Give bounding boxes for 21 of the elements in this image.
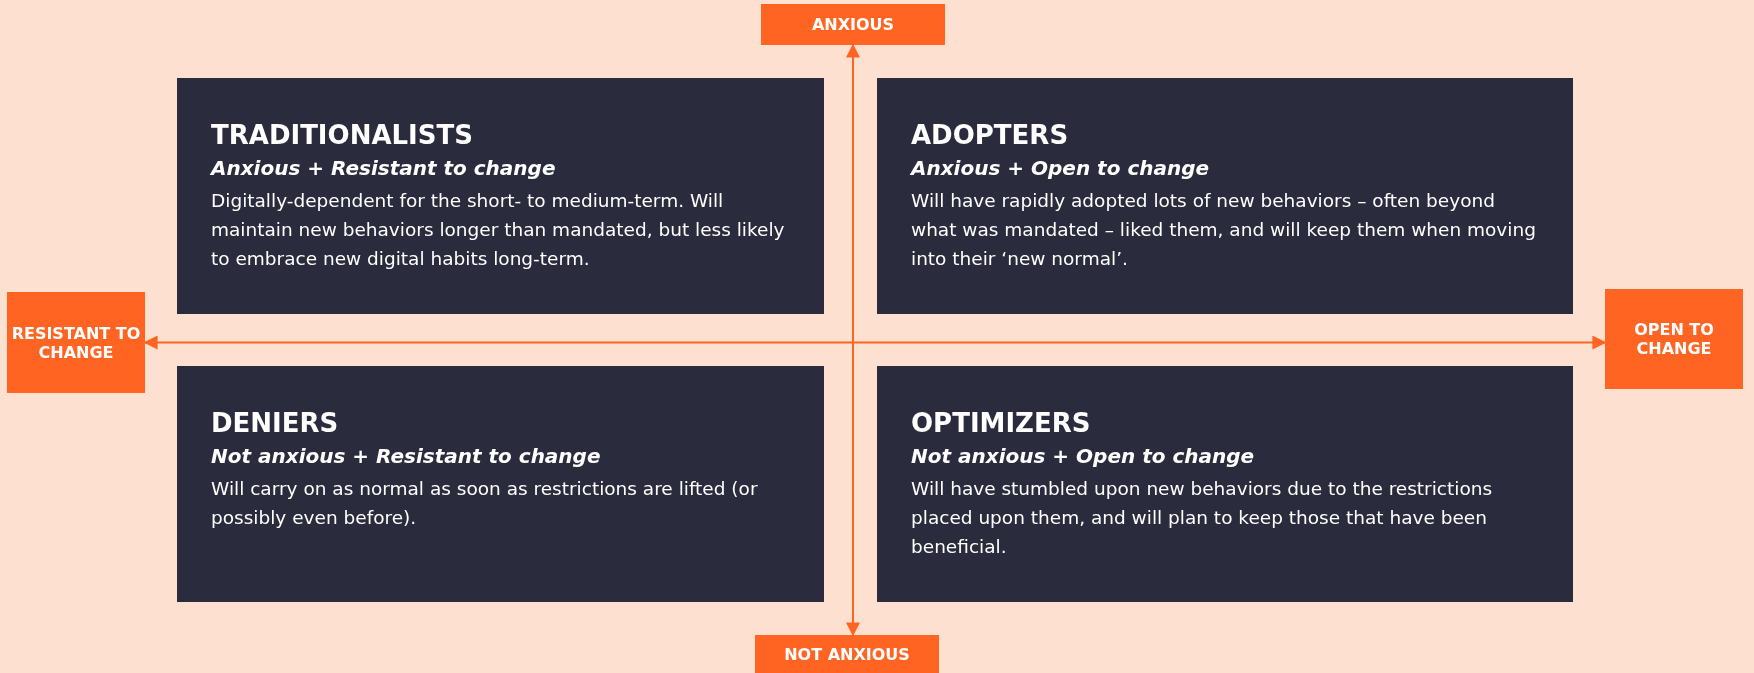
quadrant-description: Digitally-dependent for the short- to medium-term. Will maintain new behaviors longer than mandated, but less likely to embrace new digital habits long-term. <box>211 189 786 271</box>
quadrant-card <box>877 78 1573 314</box>
quadrant-card <box>177 78 824 314</box>
double-headed-arrow <box>846 43 860 637</box>
quadrant-subtitle: Not anxious + Resistant to change <box>211 444 601 468</box>
quadrant-subtitle: Not anxious + Open to change <box>911 444 1255 468</box>
quadrant-subtitle: Anxious + Open to change <box>911 156 1210 180</box>
quadrant-description: Will have stumbled upon new behaviors due to the restrictions placed upon them, and will plan to keep those that have been beneficial. <box>911 477 1494 559</box>
axis-label-box: NOT ANXIOUS <box>755 635 939 673</box>
axis-label-box: RESISTANT TO CHANGE <box>7 292 145 393</box>
axis-label-box: OPEN TO CHANGE <box>1605 289 1743 389</box>
quadrant-card <box>877 366 1573 602</box>
quadrant-title: TRADITIONALISTS <box>211 120 473 150</box>
quadrant-title: DENIERS <box>211 408 339 438</box>
axis-label-box: ANXIOUS <box>761 4 945 45</box>
quadrant-subtitle: Anxious + Resistant to change <box>211 156 556 180</box>
quadrant-title: ADOPTERS <box>911 120 1069 150</box>
quadrant-title: OPTIMIZERS <box>911 408 1091 438</box>
quadrant-description: Will carry on as normal as soon as restrictions are lifted (or possibly even before). <box>211 477 759 530</box>
quadrant-description: Will have rapidly adopted lots of new behaviors – often beyond what was mandated – liked them, and will keep them when moving into their ‘new normal’. <box>911 189 1537 271</box>
quadrant-card <box>177 366 824 602</box>
